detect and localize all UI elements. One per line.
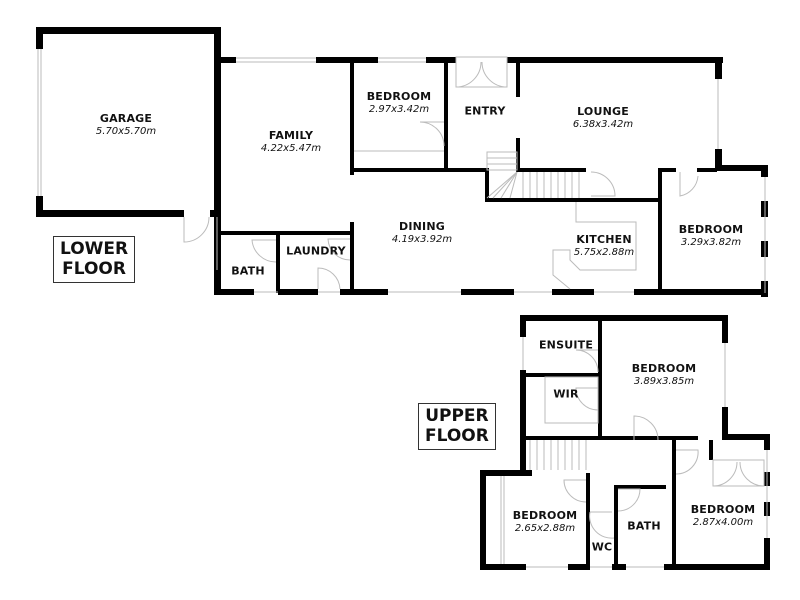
room-dims: 2.87x4.00m: [692, 516, 754, 528]
room-dining: DINING 4.19x3.92m: [391, 219, 453, 245]
room-name: LAUNDRY: [286, 244, 346, 258]
room-bath-lower: BATH: [231, 264, 265, 279]
room-bedroom-upper-3: BEDROOM 2.87x4.00m: [690, 502, 756, 528]
upper-floor-walls: [480, 315, 770, 570]
upper-stairs: [529, 440, 587, 470]
room-lounge: LOUNGE 6.38x3.42m: [572, 104, 634, 130]
room-dims: 3.89x3.85m: [633, 375, 695, 387]
room-entry: ENTRY: [464, 104, 506, 119]
room-dims: 2.97x3.42m: [368, 103, 430, 115]
room-bath-upper: BATH: [627, 519, 661, 534]
upper-floor-tag: UPPER FLOOR: [418, 403, 496, 450]
room-name: ENTRY: [464, 104, 506, 118]
room-dims: 3.29x3.82m: [680, 236, 742, 248]
lower-floor-fixtures: [37, 49, 766, 293]
room-name: BATH: [231, 264, 265, 278]
room-name: BATH: [627, 519, 661, 533]
room-name: GARAGE: [99, 111, 153, 125]
room-name: WIR: [553, 387, 579, 401]
room-garage: GARAGE 5.70x5.70m: [95, 111, 157, 137]
room-dims: 6.38x3.42m: [572, 118, 634, 130]
room-name: ENSUITE: [538, 338, 594, 352]
lower-floor-label-line2: FLOOR: [62, 259, 126, 280]
room-kitchen: KITCHEN 5.75x2.88m: [573, 232, 635, 258]
room-wir: WIR: [553, 387, 579, 402]
room-dims: 5.75x2.88m: [573, 246, 635, 258]
room-name: WC: [591, 540, 613, 554]
lower-floor-tag: LOWER FLOOR: [53, 236, 136, 283]
lower-stairs: [486, 151, 580, 199]
room-name: BEDROOM: [631, 361, 697, 375]
room-name: BEDROOM: [512, 508, 578, 522]
room-dims: 4.19x3.92m: [391, 233, 453, 245]
room-dims: 4.22x5.47m: [260, 142, 322, 154]
room-name: KITCHEN: [576, 232, 632, 246]
upper-floor-label-line2: FLOOR: [425, 426, 489, 447]
room-bedroom-master: BEDROOM 3.89x3.85m: [631, 361, 697, 387]
room-name: DINING: [399, 219, 445, 233]
room-name: LOUNGE: [577, 104, 629, 118]
room-dims: 5.70x5.70m: [95, 125, 157, 137]
room-bedroom-upper-2: BEDROOM 2.65x2.88m: [512, 508, 578, 534]
room-family: FAMILY 4.22x5.47m: [260, 128, 322, 154]
room-ensuite: ENSUITE: [538, 338, 594, 353]
room-name: BEDROOM: [678, 222, 744, 236]
room-bedroom-lower-1: BEDROOM 2.97x3.42m: [366, 89, 432, 115]
room-bedroom-lower-2: BEDROOM 3.29x3.82m: [678, 222, 744, 248]
room-name: FAMILY: [268, 128, 314, 142]
lower-floor-walls: [36, 27, 768, 297]
room-dims: 2.65x2.88m: [514, 522, 576, 534]
room-name: BEDROOM: [366, 89, 432, 103]
room-wc: WC: [591, 540, 613, 555]
room-name: BEDROOM: [690, 502, 756, 516]
room-laundry: LAUNDRY: [286, 244, 346, 259]
lower-floor-label-line1: LOWER: [60, 239, 129, 259]
upper-floor-fixtures: [500, 337, 768, 568]
upper-floor-label-line1: UPPER: [425, 406, 489, 426]
